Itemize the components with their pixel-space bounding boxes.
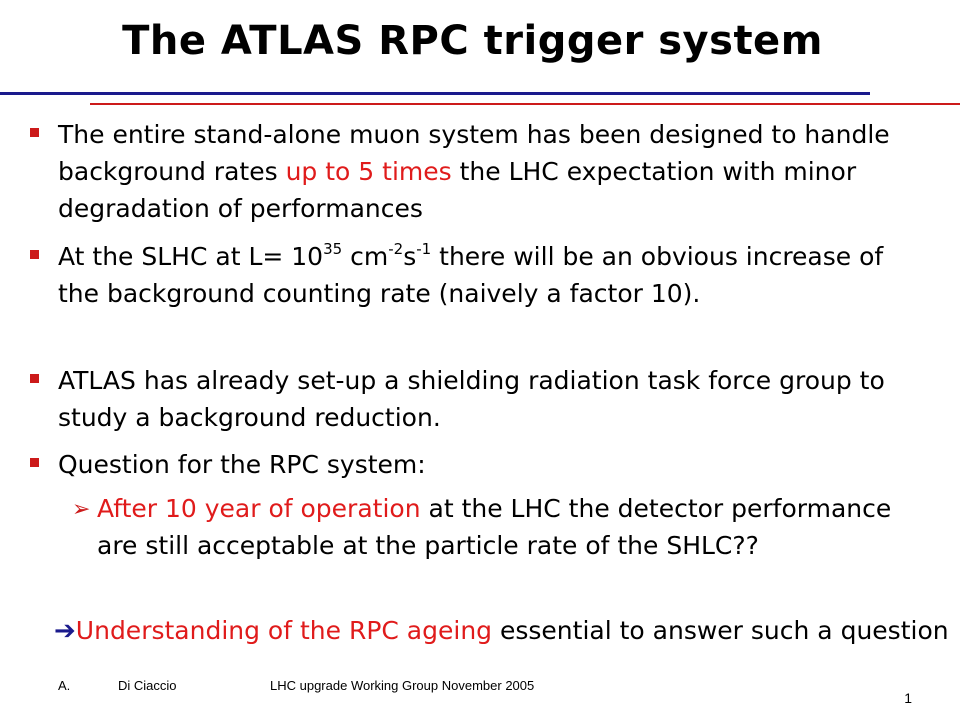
bullet-1-highlight: up to 5 times xyxy=(285,157,452,186)
arrow-right-icon: ➔ xyxy=(54,616,76,646)
bullet-2-text-s: s xyxy=(403,242,417,271)
bullet-2-text-pre: At the SLHC at L= 10 xyxy=(58,242,324,271)
title-rule-blue xyxy=(0,92,870,95)
conclusion-text: essential to answer such a question xyxy=(492,616,949,645)
bullet-3-text: ATLAS has already set-up a shielding rad… xyxy=(58,366,885,432)
bullet-1-text-post: the LHC expectation with minor degradati… xyxy=(58,157,857,223)
bullet-square-icon xyxy=(30,128,39,137)
bullet-2-exp-s: -1 xyxy=(416,240,432,258)
page-number: 1 xyxy=(904,690,912,706)
footer-author-initial: A. xyxy=(58,678,71,693)
bullet-1-text-pre: The entire stand-alone muon system has b… xyxy=(58,120,890,186)
sub-bullet-highlight: After 10 year of operation xyxy=(97,494,421,523)
slide-title: The ATLAS RPC trigger system xyxy=(122,18,823,64)
sub-bullet: ➢ After 10 year of operation at the LHC … xyxy=(72,490,897,564)
bullet-2-exp-luminosity: 35 xyxy=(323,240,343,258)
bullet-2: At the SLHC at L= 1035 cm-2s-1 there wil… xyxy=(30,238,928,312)
bullet-3: ATLAS has already set-up a shielding rad… xyxy=(30,362,928,436)
bullet-1: The entire stand-alone muon system has b… xyxy=(30,116,928,227)
bullet-2-exp-cm: -2 xyxy=(388,240,404,258)
conclusion: ➔Understanding of the RPC ageing essenti… xyxy=(54,612,954,650)
footer-event: LHC upgrade Working Group November 2005 xyxy=(270,678,535,693)
title-rule-red xyxy=(90,103,960,105)
footer-author-name: Di Ciaccio xyxy=(118,678,177,693)
sub-bullet-text: at the LHC the detector performance are … xyxy=(97,494,892,560)
bullet-4: Question for the RPC system: xyxy=(30,446,928,483)
bullet-2-text-cm: cm xyxy=(342,242,389,271)
conclusion-highlight: Understanding of the RPC ageing xyxy=(75,616,493,645)
bullet-square-icon xyxy=(30,374,39,383)
bullet-square-icon xyxy=(30,458,39,467)
bullet-square-icon xyxy=(30,250,39,259)
bullet-2-text-post: there will be an obvious increase of the… xyxy=(58,242,884,308)
arrowhead-icon: ➢ xyxy=(72,497,91,522)
bullet-4-text: Question for the RPC system: xyxy=(58,450,426,479)
